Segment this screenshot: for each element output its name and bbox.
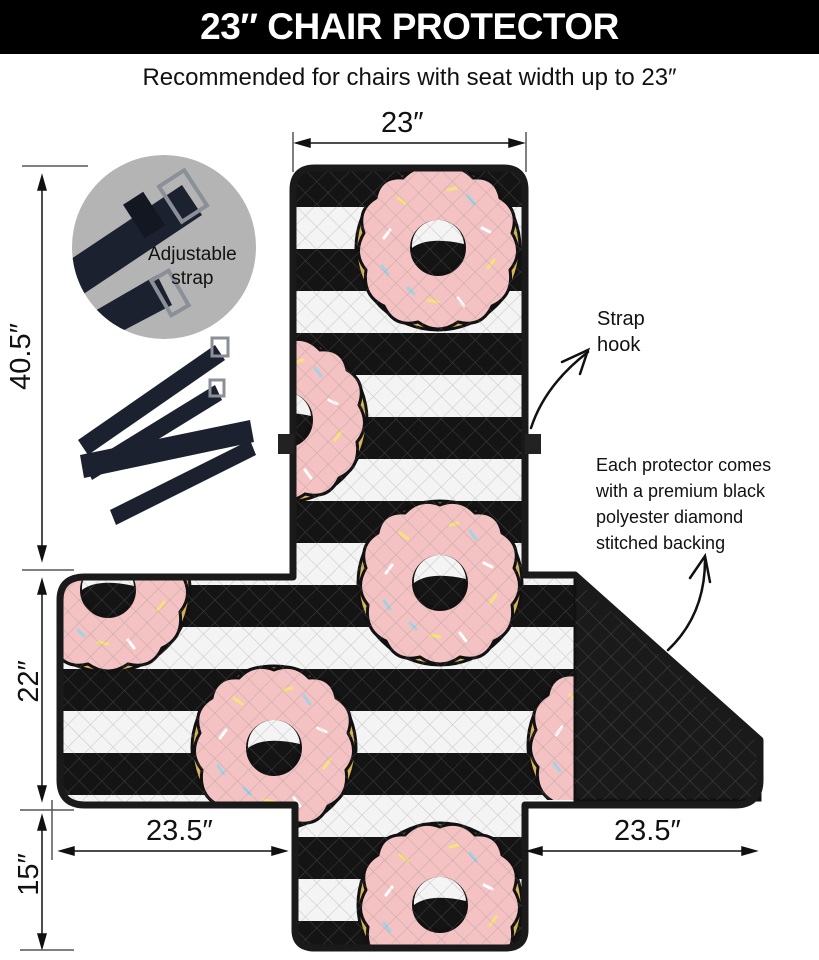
donut-pattern-icon	[60, 168, 575, 948]
backing-note: Each protector comes with a premium blac…	[596, 455, 772, 553]
dim-seat-height: 22″	[12, 660, 45, 703]
dim-right-arm: 23.5″	[614, 815, 681, 847]
dim-front-height: 15″	[12, 853, 45, 896]
header-bar: 23″ CHAIR PROTECTOR	[0, 0, 819, 54]
dim-top-width: 23″	[381, 107, 424, 139]
adjustable-strap-label: Adjustable strap	[148, 244, 237, 289]
strap-hook-left	[278, 434, 294, 454]
arrow-strap-hook-icon	[529, 350, 590, 430]
arrow-backing-icon	[666, 558, 707, 652]
strap-hook-right	[525, 434, 541, 454]
dim-back-height: 40.5″	[4, 323, 37, 390]
loose-straps-icon	[78, 336, 256, 525]
page-title: 23″ CHAIR PROTECTOR	[200, 6, 619, 47]
subtitle: Recommended for chairs with seat width u…	[142, 64, 677, 91]
dimension-arrow-icon	[20, 132, 759, 951]
strap-hook-note: Strap hook	[597, 308, 645, 356]
adjustable-strap-photo	[72, 155, 256, 339]
dim-left-arm: 23.5″	[146, 815, 213, 847]
